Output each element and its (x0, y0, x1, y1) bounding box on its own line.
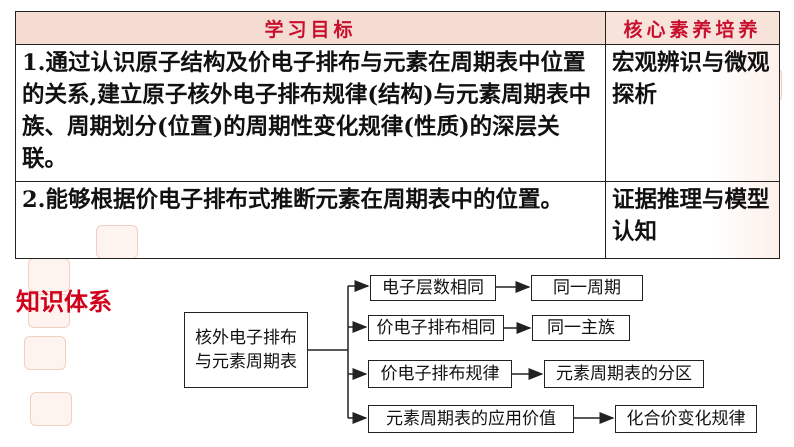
result-box: 同一周期 (531, 275, 643, 301)
result-box: 同一主族 (532, 315, 630, 341)
table-row: 2.能够根据价电子排布式推断元素在周期表中的位置。 证据推理与模型认知 (15, 181, 780, 259)
header-learning-goals: 学习目标 (15, 11, 606, 45)
center-topic-box: 核外电子排布 与元素周期表 (184, 312, 308, 388)
decorative-seal-stamp (24, 336, 66, 370)
cause-box: 元素周期表的应用价值 (368, 405, 574, 433)
goal-cell: 2.能够根据价电子排布式推断元素在周期表中的位置。 (15, 181, 606, 259)
literacy-cell: 宏观辨识与微观探析 (605, 44, 780, 182)
knowledge-system-title: 知识体系 (16, 288, 112, 316)
learning-goals-table: 学习目标 核心素养培养 1.通过认识原子结构及价电子排布与元素在周期表中位置的关… (15, 11, 780, 259)
literacy-cell: 证据推理与模型认知 (605, 181, 780, 259)
decorative-seal-stamp (28, 294, 70, 328)
result-box: 元素周期表的分区 (544, 360, 704, 388)
center-topic-line1: 核外电子排布 (195, 328, 297, 348)
result-box: 化合价变化规律 (615, 405, 757, 433)
center-topic-line2: 与元素周期表 (195, 352, 297, 372)
table-row: 1.通过认识原子结构及价电子排布与元素在周期表中位置的关系,建立原子核外电子排布… (15, 44, 780, 182)
cause-box: 电子层数相同 (370, 275, 496, 301)
cause-box: 价电子排布相同 (368, 315, 504, 341)
decorative-seal-stamp (30, 392, 72, 426)
cause-box: 价电子排布规律 (368, 360, 512, 388)
decorative-seal-stamp (28, 258, 70, 292)
